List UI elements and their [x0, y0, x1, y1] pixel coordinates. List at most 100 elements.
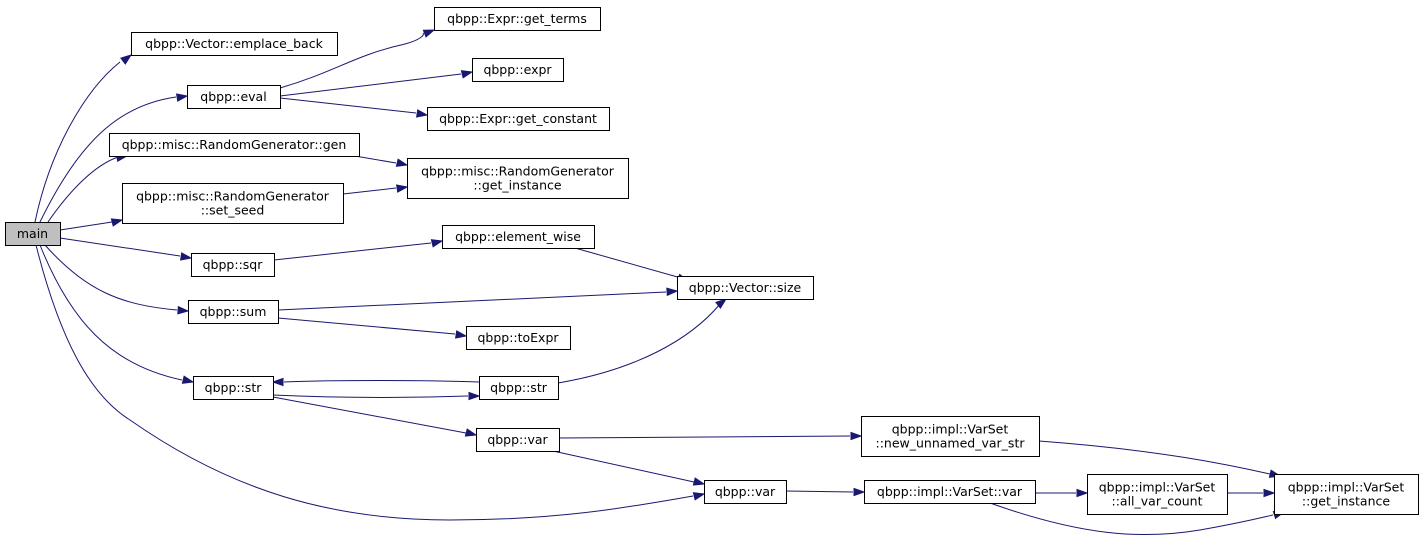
node-label: ::get_instance — [1302, 494, 1390, 509]
node-box[interactable] — [109, 133, 360, 157]
node-box[interactable] — [704, 480, 787, 504]
edge-var1-var2 — [552, 450, 695, 483]
arrowhead-var1-new_unnamed — [850, 431, 863, 441]
node-toExpr[interactable]: qbpp::toExpr — [466, 326, 571, 350]
node-label: qbpp::str — [490, 380, 548, 395]
arrowhead-str2-str1 — [271, 377, 284, 387]
node-element-wise[interactable]: qbpp::element_wise — [442, 225, 595, 249]
arrowhead-eval-expr — [460, 70, 474, 79]
arrowhead-rg_gen-rg_get_instance — [395, 158, 409, 167]
node-label: qbpp::impl::VarSet — [1288, 480, 1405, 495]
edge-main-sqr — [59, 237, 181, 257]
edge-main-eval — [39, 96, 177, 223]
edge-str1-str2 — [272, 394, 469, 398]
node-vector-size[interactable]: qbpp::Vector::size — [677, 276, 814, 300]
edge-var2-varset_var — [785, 490, 854, 493]
node-label: qbpp::misc::RandomGenerator — [136, 189, 330, 204]
arrowhead-main-var2 — [692, 492, 706, 501]
edge-main-emplace_back — [34, 61, 121, 223]
node-label: qbpp::Expr::get_constant — [439, 111, 597, 126]
node-rg-set-seed[interactable]: qbpp::misc::RandomGenerator::set_seed — [122, 183, 344, 224]
node-label: qbpp::Vector::emplace_back — [145, 36, 323, 51]
node-box[interactable] — [122, 183, 344, 224]
node-eval[interactable]: qbpp::eval — [187, 85, 281, 109]
arrowhead-all_var_count-varset_get_instance — [1263, 488, 1276, 498]
edge-main-rg_gen — [47, 156, 119, 223]
node-varset-get-instance[interactable]: qbpp::impl::VarSet::get_instance — [1274, 474, 1419, 515]
node-box[interactable] — [407, 158, 629, 199]
edge-var1-new_unnamed — [558, 435, 851, 439]
arrowhead-sum-toExpr — [454, 330, 468, 339]
node-box[interactable] — [677, 276, 814, 300]
edge-rg_set_seed-rg_get_instance — [342, 187, 397, 195]
node-box[interactable] — [472, 58, 564, 82]
arrowhead-main-str1 — [181, 375, 195, 384]
node-label: qbpp::impl::VarSet — [892, 422, 1009, 437]
arrowhead-var1-var2 — [692, 477, 706, 486]
node-box[interactable] — [427, 107, 610, 131]
edge-str2-vector_size — [557, 303, 721, 384]
node-label: ::set_seed — [201, 203, 265, 218]
node-get-terms[interactable]: qbpp::Expr::get_terms — [434, 7, 601, 31]
node-box[interactable] — [5, 222, 61, 246]
arrowhead-eval-get_terms — [422, 29, 436, 38]
node-rg-get-instance[interactable]: qbpp::misc::RandomGenerator::get_instanc… — [407, 158, 629, 199]
arrowhead-main-sum — [177, 305, 190, 315]
node-box[interactable] — [466, 326, 571, 350]
node-box[interactable] — [864, 480, 1036, 504]
node-box[interactable] — [131, 32, 338, 56]
node-label: qbpp::Vector::size — [689, 280, 802, 295]
node-str2[interactable]: qbpp::str — [479, 376, 559, 400]
node-box[interactable] — [479, 376, 559, 400]
edge-sum-toExpr — [277, 317, 456, 335]
node-box[interactable] — [187, 85, 281, 109]
arrowhead-sqr-element_wise — [430, 239, 444, 248]
node-label: qbpp::str — [205, 380, 263, 395]
arrowhead-main-eval — [175, 93, 189, 102]
node-sqr[interactable]: qbpp::sqr — [191, 253, 275, 277]
node-label: ::all_var_count — [1112, 494, 1203, 509]
node-emplace-back[interactable]: qbpp::Vector::emplace_back — [131, 32, 338, 56]
node-label: qbpp::impl::VarSet::var — [877, 484, 1023, 499]
node-expr[interactable]: qbpp::expr — [472, 58, 564, 82]
node-box[interactable] — [442, 225, 595, 249]
node-main[interactable]: main — [5, 222, 61, 246]
node-label: ::new_unnamed_var_str — [876, 436, 1026, 451]
edge-str2-str1 — [283, 380, 480, 383]
node-label: qbpp::misc::RandomGenerator::gen — [122, 137, 347, 152]
node-label: qbpp::var — [487, 432, 548, 447]
node-box[interactable] — [1274, 474, 1419, 515]
node-label: qbpp::sum — [200, 304, 267, 319]
node-label: qbpp::var — [715, 484, 776, 499]
node-varset-var[interactable]: qbpp::impl::VarSet::var — [864, 480, 1036, 504]
node-rg-gen[interactable]: qbpp::misc::RandomGenerator::gen — [109, 133, 360, 157]
arrowhead-main-emplace_back — [120, 54, 133, 65]
edge-main-str1 — [39, 244, 183, 381]
node-box[interactable] — [1087, 474, 1228, 515]
node-box[interactable] — [861, 416, 1040, 457]
graph-nodes: main qbpp::Vector::emplace_backqbpp::eval… — [5, 7, 1419, 515]
node-var1[interactable]: qbpp::var — [476, 428, 560, 452]
graph-edges — [34, 29, 1286, 536]
arrowhead-str2-vector_size — [715, 298, 728, 309]
node-str1[interactable]: qbpp::str — [193, 376, 274, 400]
arrowhead-main-sqr — [179, 252, 193, 261]
arrowhead-str1-var1 — [464, 428, 478, 437]
edge-rg_gen-rg_get_instance — [354, 155, 397, 164]
node-var2[interactable]: qbpp::var — [704, 480, 787, 504]
node-box[interactable] — [191, 253, 275, 277]
node-box[interactable] — [188, 300, 279, 324]
arrowhead-rg_set_seed-rg_get_instance — [395, 184, 409, 193]
node-label: qbpp::Expr::get_terms — [447, 11, 587, 26]
node-new-unnamed[interactable]: qbpp::impl::VarSet::new_unnamed_var_str — [861, 416, 1040, 457]
node-box[interactable] — [476, 428, 560, 452]
node-box[interactable] — [193, 376, 274, 400]
node-box[interactable] — [434, 7, 601, 31]
arrowhead-sum-vector_size — [666, 287, 679, 297]
node-sum[interactable]: qbpp::sum — [188, 300, 279, 324]
node-label: main — [17, 226, 48, 241]
node-get-constant[interactable]: qbpp::Expr::get_constant — [427, 107, 610, 131]
arrowhead-varset_var-all_var_count — [1076, 488, 1089, 498]
node-all-var-count[interactable]: qbpp::impl::VarSet::all_var_count — [1087, 474, 1228, 515]
